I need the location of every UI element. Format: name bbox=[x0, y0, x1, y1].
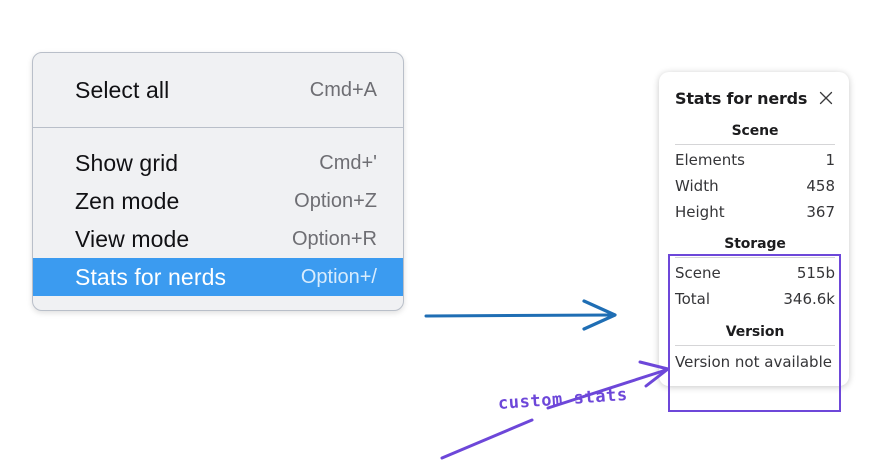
menu-item-select-all[interactable]: Select all Cmd+A bbox=[33, 71, 403, 109]
menu-item-shortcut: Option+/ bbox=[300, 265, 377, 288]
menu-item-stats-for-nerds[interactable]: Stats for nerds Option+/ bbox=[33, 258, 403, 296]
panel-title: Stats for nerds bbox=[675, 88, 808, 108]
menu-item-label: Show grid bbox=[75, 149, 179, 176]
stat-key: Height bbox=[675, 202, 725, 221]
stat-key: Scene bbox=[675, 264, 721, 283]
stats-for-nerds-panel: Stats for nerds Scene Elements 1 Width 4… bbox=[659, 72, 849, 386]
section-divider bbox=[675, 144, 835, 145]
purple-arrow-annotation bbox=[440, 358, 680, 461]
close-icon[interactable] bbox=[817, 89, 835, 107]
stat-row-width: Width 458 bbox=[675, 174, 835, 200]
menu-item-label: Stats for nerds bbox=[75, 263, 227, 290]
stat-row-storage-scene: Scene 515b bbox=[675, 261, 835, 287]
menu-item-shortcut: Cmd+' bbox=[319, 151, 377, 174]
stat-value: 458 bbox=[806, 176, 835, 195]
section-heading-version: Version bbox=[725, 323, 785, 340]
panel-header: Stats for nerds bbox=[659, 84, 849, 112]
stat-value: 515b bbox=[796, 264, 835, 283]
menu-item-label: Select all bbox=[75, 76, 170, 103]
stat-value: 367 bbox=[806, 202, 835, 221]
menu-item-view-mode[interactable]: View mode Option+R bbox=[33, 220, 403, 258]
stat-key: Total bbox=[675, 290, 711, 309]
menu-group-primary: Select all Cmd+A bbox=[33, 53, 403, 128]
stat-value: 346.6k bbox=[783, 290, 835, 309]
stat-key: Elements bbox=[675, 151, 745, 169]
version-text: Version not available bbox=[675, 352, 832, 371]
menu-item-zen-mode[interactable]: Zen mode Option+Z bbox=[33, 182, 403, 220]
stats-body: Scene Elements 1 Width 458 Height 367 St… bbox=[659, 112, 849, 374]
section-divider bbox=[675, 257, 835, 259]
menu-item-shortcut: Option+R bbox=[291, 227, 377, 250]
section-divider bbox=[675, 344, 835, 346]
menu-item-show-grid[interactable]: Show grid Cmd+' bbox=[33, 144, 403, 182]
context-menu: Select all Cmd+A Show grid Cmd+' Zen mod… bbox=[32, 52, 404, 311]
stat-row-elements: Elements 1 bbox=[675, 148, 835, 174]
menu-item-shortcut: Option+Z bbox=[294, 189, 377, 212]
stat-row-height: Height 367 bbox=[675, 200, 835, 226]
menu-item-shortcut: Cmd+A bbox=[309, 78, 377, 101]
menu-item-label: View mode bbox=[75, 225, 190, 252]
blue-arrow-annotation bbox=[424, 294, 624, 338]
menu-group-secondary: Show grid Cmd+' Zen mode Option+Z View m… bbox=[33, 128, 403, 296]
stat-value: 1 bbox=[825, 151, 835, 169]
stat-key: Width bbox=[675, 176, 719, 195]
menu-item-label: Zen mode bbox=[75, 187, 180, 214]
section-heading-scene: Scene bbox=[731, 123, 779, 139]
section-heading-storage: Storage bbox=[724, 236, 786, 253]
stat-row-storage-total: Total 346.6k bbox=[675, 287, 835, 313]
